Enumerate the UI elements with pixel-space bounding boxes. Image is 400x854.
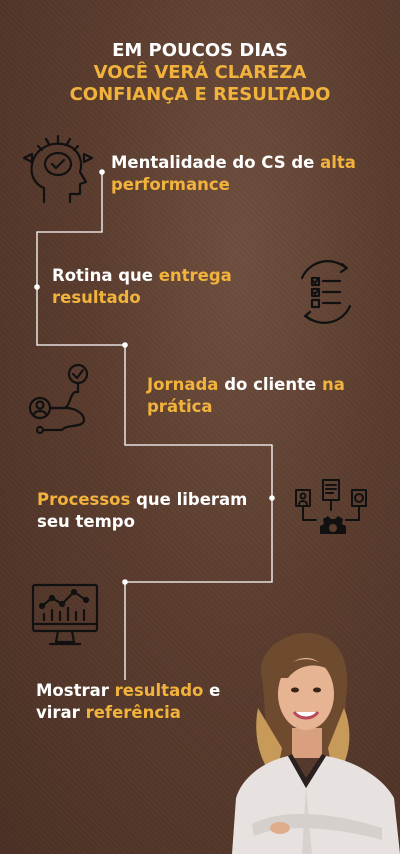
step-5-highlight-2: referência bbox=[85, 703, 181, 722]
checklist-cycle-icon bbox=[300, 260, 352, 324]
brain-head-icon bbox=[22, 134, 94, 204]
headline-line-1: EM POUCOS DIAS bbox=[112, 40, 288, 61]
step-4-text: Processos que liberam seu tempo bbox=[37, 489, 267, 533]
step-5-text-part-2: e bbox=[203, 681, 221, 700]
step-5-text: Mostrar resultado e virar referência bbox=[36, 680, 236, 724]
dashboard-monitor-icon bbox=[31, 583, 99, 646]
step-3-text-part: do cliente bbox=[218, 375, 322, 394]
step-4-highlight: Processos bbox=[37, 490, 131, 509]
step-2-highlight: entrega bbox=[158, 266, 232, 285]
presenter-photo bbox=[232, 632, 400, 854]
step-5-text-part: Mostrar bbox=[36, 681, 115, 700]
step-4-text-part-2: seu tempo bbox=[37, 512, 135, 531]
step-2-text: Rotina que entrega resultado bbox=[52, 265, 282, 309]
headline: EM POUCOS DIAS VOCÊ VERÁ CLAREZA CONFIAN… bbox=[0, 40, 400, 106]
headline-line-3: CONFIANÇA E RESULTADO bbox=[69, 84, 331, 105]
step-3-text: Jornada do cliente na prática bbox=[147, 374, 387, 418]
customer-journey-icon bbox=[28, 363, 89, 435]
step-5-text-part-3: virar bbox=[36, 703, 86, 722]
step-3-highlight: Jornada bbox=[147, 375, 219, 394]
step-2-text-part: Rotina que bbox=[52, 266, 159, 285]
step-1-text-part: Mentalidade do CS de bbox=[111, 153, 321, 172]
step-1-text: Mentalidade do CS de alta performance bbox=[111, 152, 381, 196]
step-1-highlight: alta bbox=[320, 153, 356, 172]
step-1-highlight-2: performance bbox=[111, 175, 230, 194]
step-4-text-part: que liberam bbox=[130, 490, 248, 509]
step-3-highlight-2: na bbox=[321, 375, 345, 394]
step-5-highlight: resultado bbox=[114, 681, 204, 700]
headline-line-2: VOCÊ VERÁ CLAREZA bbox=[93, 62, 307, 83]
step-3-highlight-3: prática bbox=[147, 397, 213, 416]
step-2-highlight-2: resultado bbox=[52, 288, 141, 307]
process-gear-icon bbox=[295, 479, 367, 534]
